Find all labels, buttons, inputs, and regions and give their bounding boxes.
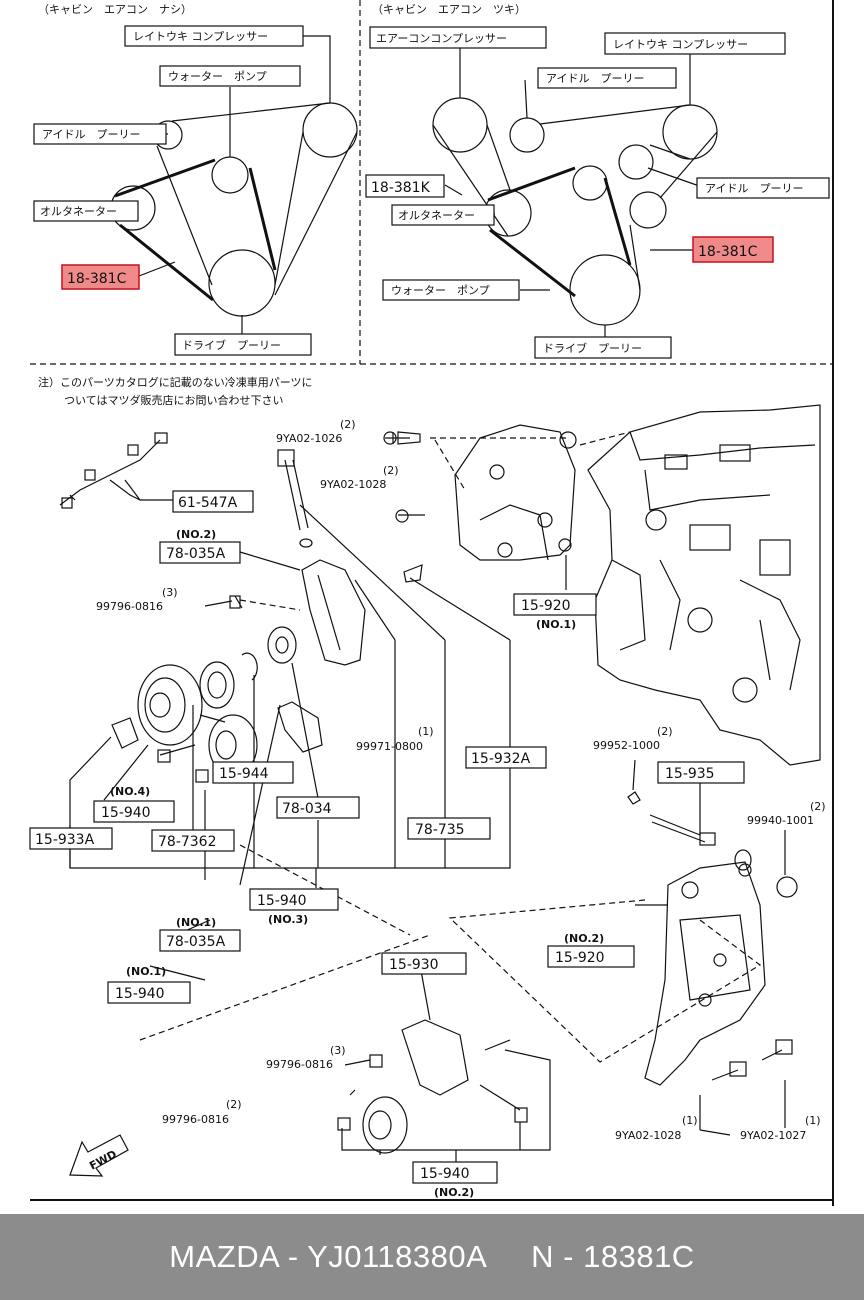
right-highlight-box <box>692 236 774 263</box>
callout-qty: (1) <box>682 1114 698 1127</box>
left-highlight-box <box>61 264 140 290</box>
callout-qty: (1) <box>418 725 434 738</box>
part-tag: (NO.1) <box>176 916 216 929</box>
part-61-547a[interactable]: 61-547A <box>178 495 238 511</box>
note-line-1: 注）このパーツカタログに記載のない冷凍車用パーツに <box>38 375 313 389</box>
callout-qty: (3) <box>330 1044 346 1057</box>
left-alternator-label: オルタネーター <box>40 205 117 218</box>
note-line-2: ついてはマツダ販売店にお問い合わせ下さい <box>64 393 283 407</box>
callout-qty: (2) <box>657 725 673 738</box>
footer-part-number: MAZDA - YJ0118380A N - 18381C <box>169 1239 695 1274</box>
part-15-933a[interactable]: 15-933A <box>35 832 95 848</box>
right-part-18-381c[interactable]: 18-381C <box>698 244 758 260</box>
part-99796-0816-a[interactable]: 99796-0816 <box>96 600 163 613</box>
callout-qty: (2) <box>340 418 356 431</box>
part-78-035a-no2[interactable]: 78-035A <box>166 546 226 562</box>
part-15-935[interactable]: 15-935 <box>665 766 715 782</box>
right-idler-pulley-right-label: アイドル プーリー <box>705 182 803 195</box>
right-panel-title: （キャビン エアコン ツキ） <box>372 3 526 16</box>
left-water-pump-label: ウォーター ポンプ <box>168 70 267 83</box>
part-78-7362[interactable]: 78-7362 <box>158 834 217 850</box>
fwd-arrow-icon: FWD <box>87 1148 119 1173</box>
right-drive-pulley-label: ドライブ プーリー <box>543 341 642 355</box>
part-15-920-no2[interactable]: 15-920 <box>555 950 605 966</box>
right-idler-pulley-top-label: アイドル プーリー <box>546 72 644 85</box>
part-15-940-no2[interactable]: 15-940 <box>420 1166 470 1182</box>
part-78-735[interactable]: 78-735 <box>415 822 465 838</box>
part-78-034[interactable]: 78-034 <box>282 801 332 817</box>
part-99952-1000[interactable]: 99952-1000 <box>593 739 660 752</box>
callout-qty: (2) <box>226 1098 242 1111</box>
part-99971-0800[interactable]: 99971-0800 <box>356 740 423 753</box>
part-15-944[interactable]: 15-944 <box>219 766 269 782</box>
left-drive-pulley-label: ドライブ プーリー <box>182 338 281 352</box>
callout-qty: (3) <box>162 586 178 599</box>
footer-bar: MAZDA - YJ0118380A N - 18381C <box>0 1214 864 1300</box>
part-tag: (NO.3) <box>268 913 308 926</box>
part-tag: (NO.2) <box>176 528 216 541</box>
right-air-con-compressor-label: エアーコンコンプレッサー <box>376 32 507 45</box>
part-tag: (NO.4) <box>110 785 150 798</box>
part-9ya02-1027[interactable]: 9YA02-1027 <box>740 1129 806 1142</box>
part-15-932a[interactable]: 15-932A <box>471 751 531 767</box>
part-99940-1001[interactable]: 99940-1001 <box>747 814 814 827</box>
part-99796-0816-b[interactable]: 99796-0816 <box>266 1058 333 1071</box>
left-part-18-381c[interactable]: 18-381C <box>67 271 127 287</box>
part-99796-0816-c[interactable]: 99796-0816 <box>162 1113 229 1126</box>
right-water-pump-label: ウォーター ポンプ <box>391 284 490 297</box>
part-15-940-no4[interactable]: 15-940 <box>101 805 151 821</box>
left-panel-title: （キャビン エアコン ナシ） <box>38 3 192 16</box>
callout-qty: (2) <box>383 464 399 477</box>
part-tag: (NO.2) <box>434 1186 474 1199</box>
part-15-940-no3[interactable]: 15-940 <box>257 893 307 909</box>
part-9ya02-1028[interactable]: 9YA02-1028 <box>320 478 386 491</box>
part-9ya02-1028-b[interactable]: 9YA02-1028 <box>615 1129 681 1142</box>
part-15-930[interactable]: 15-930 <box>389 957 439 973</box>
part-15-940-no1[interactable]: 15-940 <box>115 986 165 1002</box>
right-alternator-label: オルタネーター <box>398 209 475 222</box>
right-part-18-381k[interactable]: 18-381K <box>371 180 431 196</box>
callout-qty: (2) <box>810 800 826 813</box>
callout-qty: (1) <box>805 1114 821 1127</box>
part-tag: (NO.1) <box>536 618 576 631</box>
parts-diagram: （キャビン エアコン ナシ） （キャビン エアコン ツキ） レイトウキ コンプレ… <box>29 0 834 1206</box>
part-15-920-no1[interactable]: 15-920 <box>521 598 571 614</box>
left-ac-compressor-label: レイトウキ コンプレッサー <box>133 30 268 43</box>
part-tag: (NO.1) <box>126 965 166 978</box>
left-idler-pulley-label: アイドル プーリー <box>42 128 140 141</box>
part-78-035a-no1[interactable]: 78-035A <box>166 934 226 950</box>
part-tag: (NO.2) <box>564 932 604 945</box>
part-9ya02-1026[interactable]: 9YA02-1026 <box>276 432 342 445</box>
right-ac-compressor-label: レイトウキ コンプレッサー <box>613 38 748 51</box>
